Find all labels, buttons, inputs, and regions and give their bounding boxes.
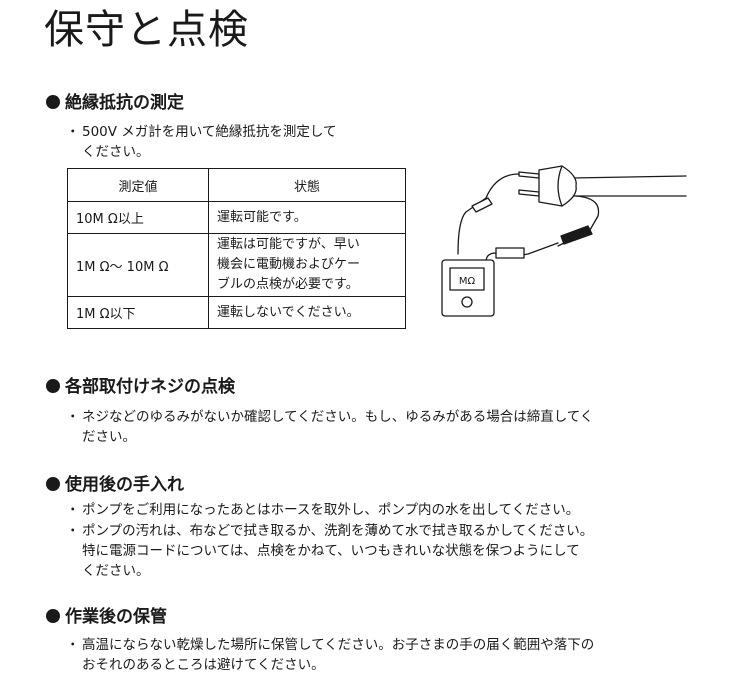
table-row: 1M Ω以下 運転しないでください。 (67, 296, 406, 329)
megger-plug-illustration: MΩ (441, 165, 687, 317)
table-row: 1M Ω～ 10M Ω 運転は可能ですが、早い 機会に電動機およびケー ブルの点… (67, 233, 406, 297)
table-header-value: 測定値 (67, 168, 209, 202)
power-cord-icon (571, 175, 687, 179)
meter-label: MΩ (459, 276, 476, 287)
table-cell-value: 1M Ω以下 (67, 296, 209, 329)
meter-dial-icon (461, 296, 473, 308)
test-lead-icon (457, 173, 520, 255)
table-row: 10M Ω以上 運転可能です。 (67, 201, 406, 234)
insulation-table: 測定値 状態 10M Ω以上 運転可能です。 1M Ω～ 10M Ω 運転は可能… (67, 168, 406, 329)
section-heading-care: 使用後の手入れ (46, 474, 184, 496)
section-bullet-icon (46, 477, 60, 491)
table-header-state: 状態 (208, 168, 406, 202)
list-item: ・ポンプの汚れは、布などで拭き取るか、洗剤を薄めて水で拭き取るかしてください。 … (66, 523, 594, 579)
list-item: ・高温にならない乾燥した場所に保管してください。お子さまの手の届く範囲や落下の … (66, 637, 595, 673)
section-heading-screws: 各部取付けネジの点検 (46, 376, 235, 398)
list-item: ・ネジなどのゆるみがないか確認してください。もし、ゆるみがある場合は締直してく … (66, 409, 594, 445)
table-cell-value: 1M Ω～ 10M Ω (67, 233, 209, 297)
table-cell-state: 運転可能です。 (208, 201, 406, 234)
plug-prong-icon (518, 171, 540, 179)
section-bullet-icon (46, 95, 60, 109)
section-heading-storage: 作業後の保管 (46, 606, 167, 628)
table-cell-state: 運転しないでください。 (208, 296, 406, 329)
table-cell-state: 運転は可能ですが、早い 機会に電動機およびケー ブルの点検が必要です。 (208, 233, 406, 297)
table-cell-value: 10M Ω以上 (67, 201, 209, 234)
list-item: ・500V メガ計を用いて絶縁抵抗を測定して ください。 (66, 124, 337, 160)
list-item: ・ポンプをご利用になったあとはホースを取外し、ポンプ内の水を出してください。 (66, 502, 580, 518)
section-bullet-icon (46, 609, 60, 623)
page-title: 保守と点検 (44, 7, 249, 53)
section-bullet-icon (46, 379, 60, 393)
table-header-row: 測定値 状態 (67, 168, 406, 202)
section-heading-insulation: 絶縁抵抗の測定 (46, 92, 184, 114)
